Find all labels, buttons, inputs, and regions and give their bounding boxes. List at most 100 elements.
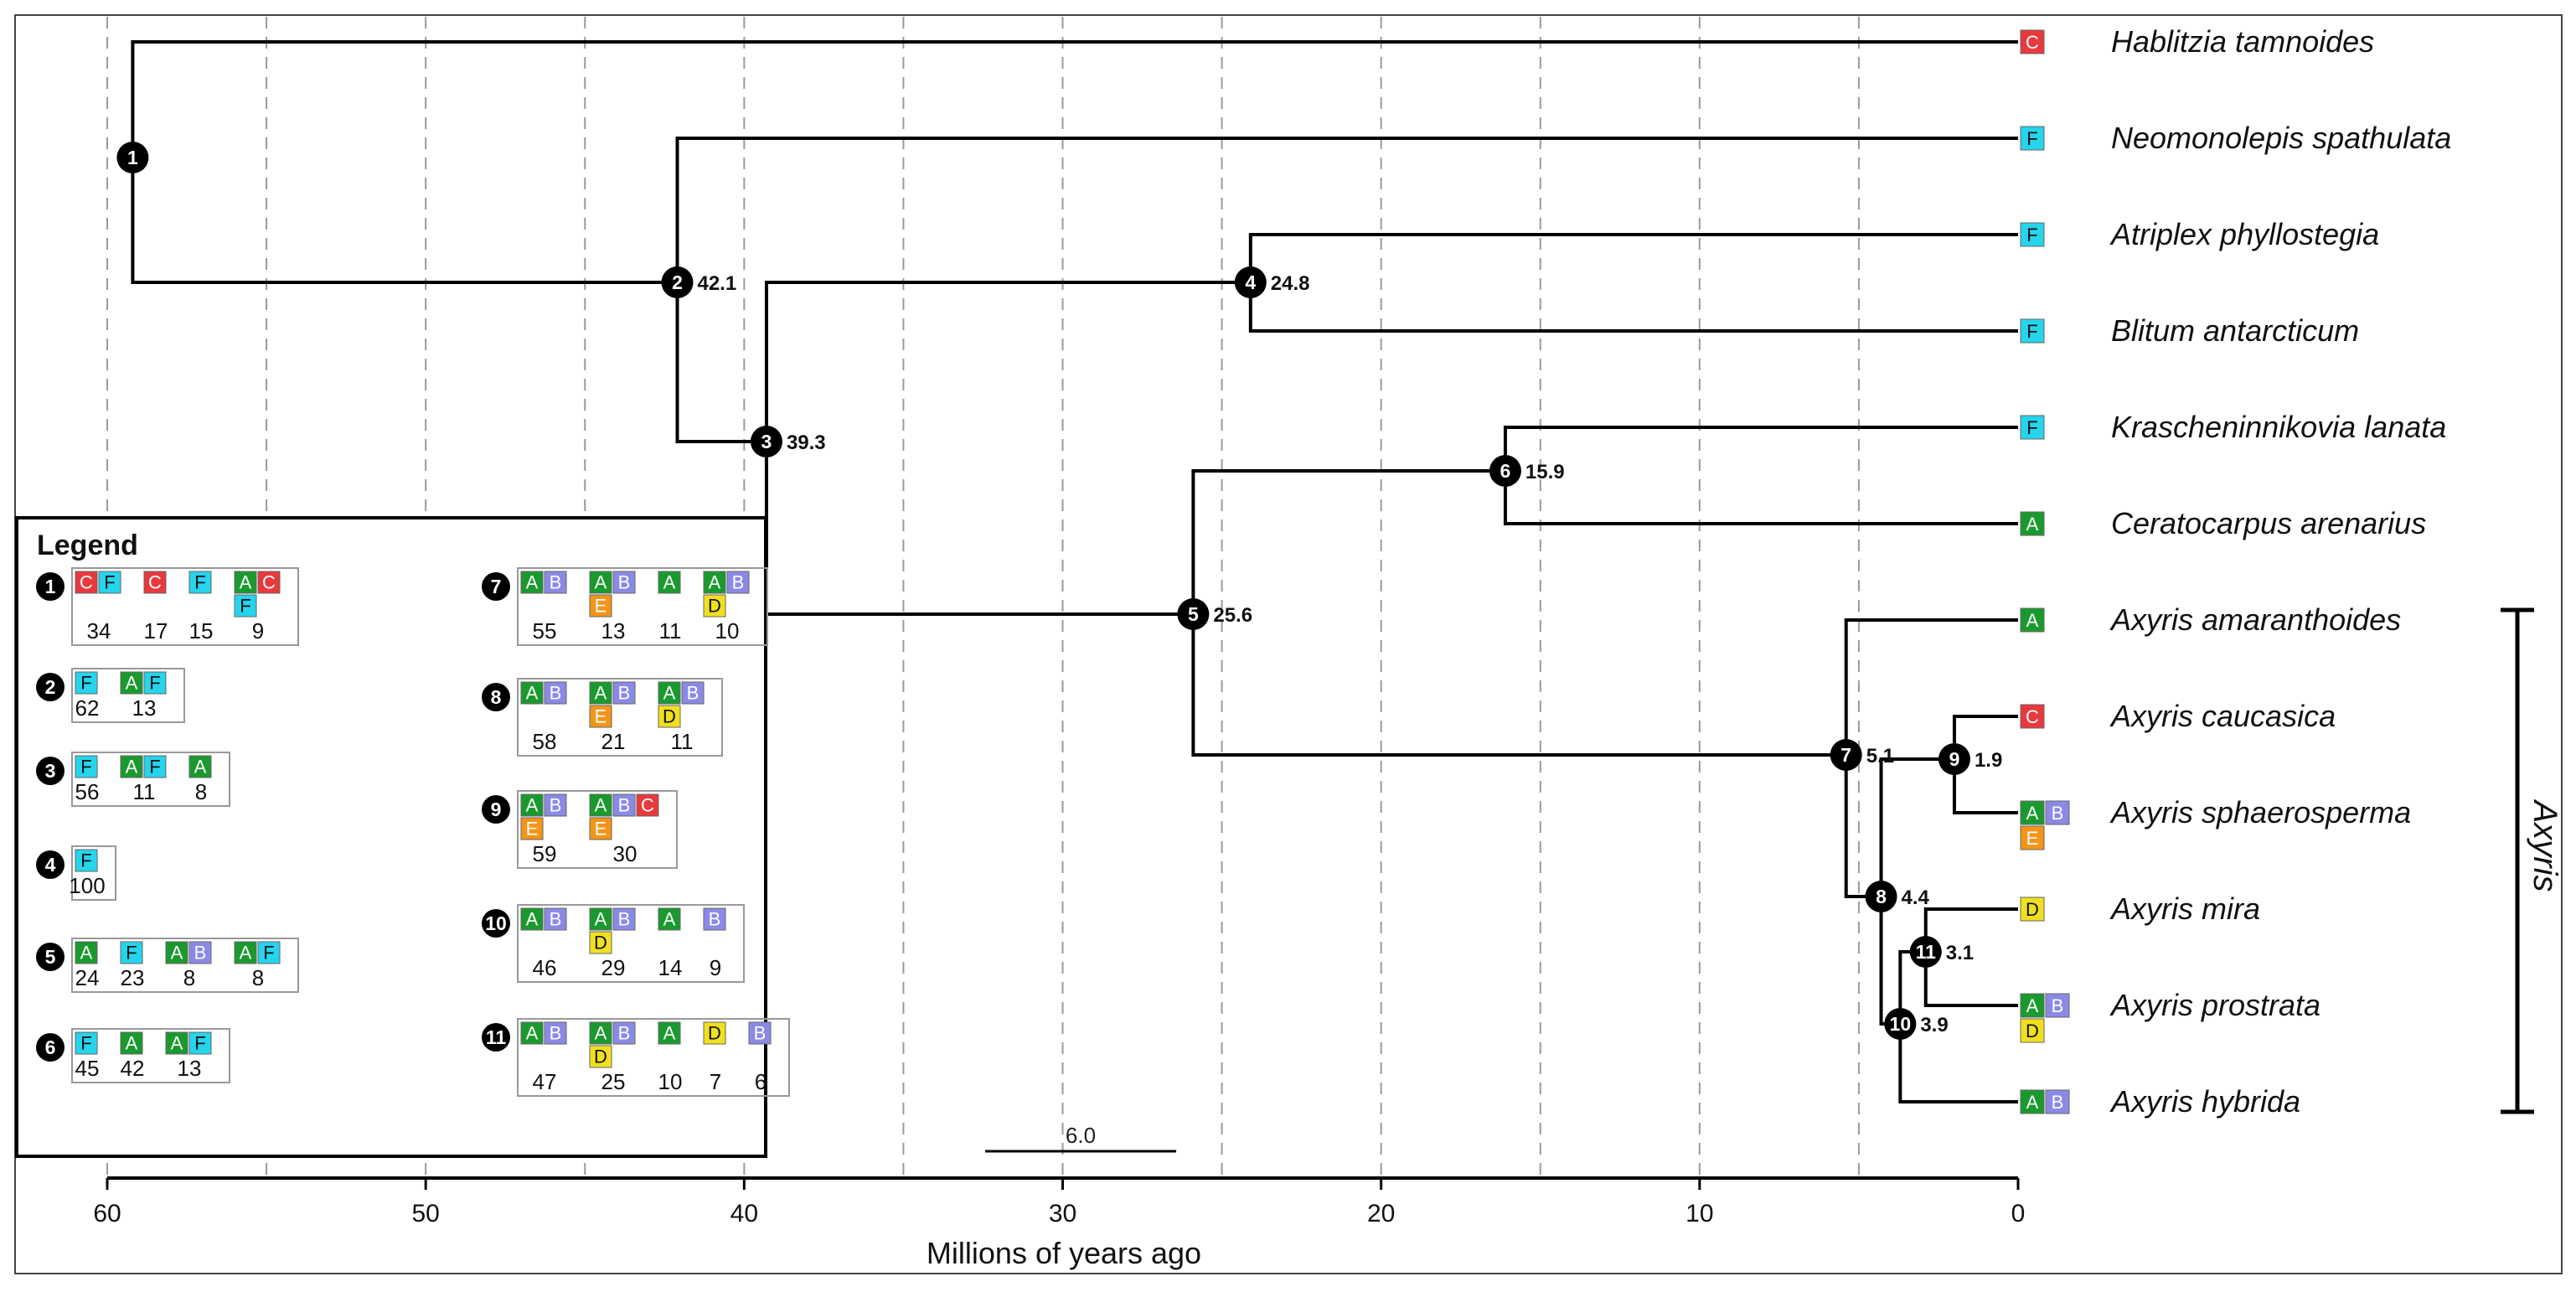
area-box (612, 793, 636, 817)
legend-node-marker (36, 757, 65, 785)
area-box (658, 1021, 681, 1045)
area-box (75, 571, 98, 594)
taxon-label: Atriplex phyllostegia (2109, 217, 2379, 251)
legend-percent: 59 (533, 841, 557, 866)
node-marker (116, 142, 149, 173)
area-box (589, 571, 612, 594)
legend-percent: 24 (75, 965, 100, 990)
area-box (120, 755, 143, 778)
node-marker (661, 266, 694, 298)
area-letter: B (618, 794, 631, 815)
area-box (75, 1031, 98, 1055)
legend-node-marker (482, 795, 510, 824)
legend-node-number: 1 (45, 576, 56, 597)
node-marker (1884, 1008, 1917, 1040)
legend-percent: 100 (69, 873, 105, 898)
legend-node-number: 5 (45, 946, 56, 968)
taxon-label: Axyris sphaerosperma (2109, 795, 2411, 829)
tree-branch (1844, 755, 1882, 898)
node-number: 5 (1188, 603, 1199, 625)
area-box (589, 681, 612, 705)
area-letter: A (709, 571, 721, 592)
legend-entry-frame (517, 1018, 790, 1097)
area-box (2020, 29, 2045, 54)
area-letter: D (663, 705, 676, 726)
area-letter: E (2026, 828, 2039, 849)
area-box (589, 907, 612, 931)
legend-entry-frame (517, 678, 723, 757)
area-box (612, 681, 636, 705)
node-number: 11 (1916, 941, 1937, 963)
area-letter: F (126, 942, 137, 963)
legend-percent: 25 (601, 1069, 626, 1094)
node-number: 4 (1245, 271, 1256, 293)
legend-percent: 42 (121, 1056, 145, 1081)
node-number: 2 (672, 271, 683, 293)
tree-branch (1844, 618, 2018, 755)
node-number: 7 (1840, 744, 1851, 766)
area-box (544, 571, 567, 594)
legend-node-number: 10 (485, 912, 507, 934)
area-letter: B (550, 794, 562, 815)
tree-branch (764, 281, 1251, 442)
legend-entry-frame (71, 1028, 230, 1083)
legend-percent: 56 (75, 779, 100, 804)
legend-node-number: 11 (486, 1026, 507, 1048)
legend-percent: 11 (133, 779, 156, 804)
area-box (2020, 800, 2045, 825)
area-box (120, 941, 143, 964)
area-letter: F (80, 756, 91, 777)
area-letter: F (2026, 417, 2037, 438)
area-box (636, 793, 659, 817)
area-letter: B (618, 908, 631, 929)
area-box (612, 1021, 636, 1045)
legend-entry-frame (71, 668, 185, 723)
area-box (2020, 126, 2045, 151)
area-box (234, 941, 257, 964)
area-letter: A (526, 571, 539, 592)
node-marker (1830, 739, 1862, 771)
axis-tick-label: 30 (1049, 1200, 1076, 1227)
area-letter: B (550, 1022, 562, 1043)
tree-branch (1952, 759, 2018, 814)
area-letter: B (550, 908, 562, 929)
legend-node-number: 3 (45, 760, 56, 782)
area-box (188, 571, 212, 594)
legend-percent: 9 (710, 955, 721, 980)
taxon-label: Hablitzia tamnoides (2111, 24, 2374, 59)
legend-node-number: 9 (491, 798, 502, 820)
area-letter: F (263, 942, 274, 963)
area-box (520, 817, 544, 840)
area-box (234, 571, 257, 594)
area-letter: F (104, 571, 115, 592)
legend-percent: 8 (252, 965, 264, 990)
area-letter: F (80, 850, 91, 871)
area-box (120, 671, 143, 695)
legend-node-marker (36, 1033, 65, 1062)
taxon-label: Krascheninnikovia lanata (2111, 410, 2446, 444)
legend-percent: 62 (75, 695, 100, 721)
taxon-label: Blitum antarcticum (2111, 313, 2359, 348)
area-box (165, 1031, 188, 1055)
area-box (658, 571, 681, 594)
area-letter: A (240, 942, 252, 963)
legend-percent: 10 (658, 1069, 683, 1094)
area-box (544, 793, 567, 817)
area-box (2045, 1089, 2070, 1114)
legend-percent: 13 (178, 1056, 202, 1081)
node-age-label: 3.9 (1920, 1014, 1948, 1036)
area-box (2020, 1018, 2045, 1043)
area-letter: B (194, 942, 207, 963)
node-age-label: 25.6 (1213, 604, 1252, 627)
area-box (589, 1021, 612, 1045)
area-letter: F (149, 672, 160, 693)
axis-tick-label: 50 (411, 1200, 439, 1227)
